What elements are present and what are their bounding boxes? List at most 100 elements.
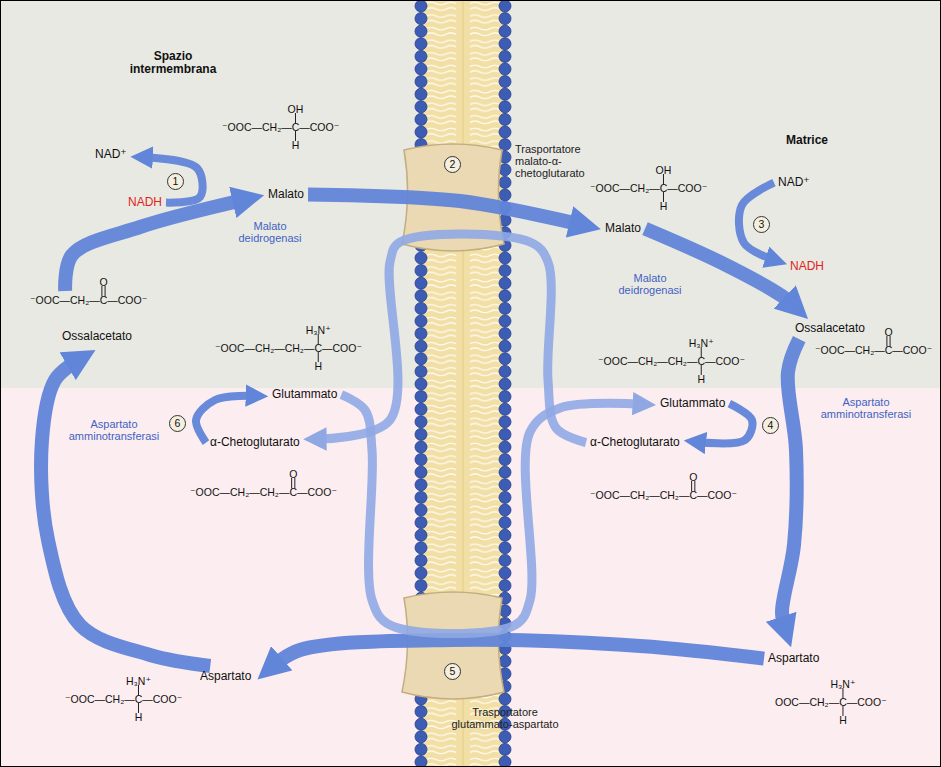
metabolite-name: α-Chetoglutarato <box>590 436 680 449</box>
lipid-head <box>499 0 511 12</box>
compartment-title: Matrice <box>772 134 842 147</box>
metabolite-name: α-Chetoglutarato <box>210 436 300 449</box>
lipid-head <box>415 554 427 566</box>
lipid-head <box>499 277 511 289</box>
lipid-head <box>415 252 427 264</box>
metabolite: GlutammatoH₃N⁺⁻OOC—CH₂—CH₂—C—COO⁻H <box>215 325 362 402</box>
lipid-head <box>415 25 427 37</box>
lipid-head <box>415 101 427 113</box>
enzyme-name: Malato deidrogenasi <box>228 220 312 244</box>
metabolite-name: Aspartato <box>200 670 251 683</box>
chemical-bonds <box>102 113 890 716</box>
lipid-head <box>415 504 427 516</box>
lipid-head <box>415 38 427 50</box>
lipid-head <box>415 365 427 377</box>
formula-text: H₃N⁺ <box>830 679 855 690</box>
lipid-head <box>415 731 427 743</box>
metabolite-name: Ossalacetato <box>795 322 865 335</box>
lipid-head <box>499 756 511 767</box>
lipid-head <box>499 378 511 390</box>
formula-text: H₃N⁺ <box>126 676 151 687</box>
metabolite: MalatoOH⁻OOC—CH₂—C—COO⁻H <box>590 165 707 236</box>
lipid-head <box>499 290 511 302</box>
lipid-head <box>499 50 511 62</box>
lipid-head <box>415 126 427 138</box>
formula-text: ⁻OOC—CH₂—CH₂—C—COO⁻ <box>590 490 737 501</box>
metabolite: AspartatoH₃N⁺⁻OOC—CH₂—C—COO⁻H <box>65 670 251 722</box>
callout-number: 5 <box>444 663 461 680</box>
metabolite: OssalacetatoO⁻OOC—CH₂—C—COO⁻ <box>30 277 147 344</box>
lipid-head <box>415 542 427 554</box>
compartment-title: Spazio intermembrana <box>118 50 228 76</box>
enzyme-name: Malato deidrogenasi <box>608 272 692 296</box>
lipid-head <box>499 176 511 188</box>
formula-text: OOC—CH₂—C—COO⁻ <box>775 697 887 708</box>
metabolite-name: Ossalacetato <box>62 330 132 343</box>
lipid-head <box>499 479 511 491</box>
lipid-head <box>415 491 427 503</box>
lipid-head <box>415 315 427 327</box>
cofactor: NAD⁺ <box>95 148 127 161</box>
formula-text: O <box>289 469 297 480</box>
formula-text: OH <box>656 165 672 176</box>
lipid-head <box>415 290 427 302</box>
formula-text: H <box>314 361 322 372</box>
flow-arrow <box>272 640 764 667</box>
lipid-head <box>499 416 511 428</box>
lipid-head <box>499 88 511 100</box>
lipid-head <box>415 529 427 541</box>
formula-text: H <box>697 374 705 385</box>
callout-number: 3 <box>753 216 770 233</box>
callout-number: 6 <box>169 415 186 432</box>
transporter: 2Trasportatore malato-α-chetoglutarato <box>400 140 506 252</box>
formula-text: OH <box>288 104 304 115</box>
lipid-head <box>499 517 511 529</box>
lipid-head <box>499 731 511 743</box>
lipid-head <box>415 340 427 352</box>
lipid-head <box>415 50 427 62</box>
lipid-head <box>415 466 427 478</box>
cofactor: NADH <box>790 260 824 273</box>
lipid-head <box>499 63 511 75</box>
lipid-head <box>499 353 511 365</box>
lipid-head <box>415 63 427 75</box>
lipid-head <box>499 693 511 705</box>
formula-text: H <box>292 140 300 151</box>
lipid-head <box>499 403 511 415</box>
transporter-label: Trasportatore malato-α-chetoglutarato <box>515 143 610 179</box>
enzyme-name: Aspartato amminotransferasi <box>62 418 166 442</box>
flow-arrow <box>308 195 582 225</box>
formula-text: ⁻OOC—CH₂—C—COO⁻ <box>815 345 932 356</box>
metabolite-name: Malato <box>268 188 304 201</box>
transporter-label: Trasportatore glutammato-aspartato <box>445 706 565 730</box>
lipid-head <box>415 580 427 592</box>
lipid-head <box>499 542 511 554</box>
flow-arrow <box>782 339 799 629</box>
lipid-head <box>499 529 511 541</box>
lipid-head <box>415 277 427 289</box>
lipid-head <box>415 706 427 718</box>
formula-text: ⁻OOC—CH₂—C—COO⁻ <box>222 122 339 133</box>
lipid-head <box>499 25 511 37</box>
metabolite-name: Aspartato <box>768 652 819 665</box>
lipid-head <box>415 378 427 390</box>
metabolite-name: Malato <box>605 222 641 235</box>
lipid-head <box>415 756 427 767</box>
lipid-head <box>415 428 427 440</box>
lipid-head <box>415 479 427 491</box>
flow-arrow <box>341 395 642 634</box>
callout-number: 4 <box>762 417 779 434</box>
metabolite-name: Glutammato <box>660 397 725 410</box>
callout-number: 2 <box>444 156 461 173</box>
lipid-head <box>415 391 427 403</box>
flow-arrow <box>41 360 210 666</box>
lipid-head <box>499 164 511 176</box>
lipid-head <box>499 76 511 88</box>
formula-text: O <box>689 472 697 483</box>
lipid-head <box>499 139 511 151</box>
lipid-head <box>415 718 427 730</box>
lipid-head <box>499 466 511 478</box>
lipid-head <box>499 454 511 466</box>
